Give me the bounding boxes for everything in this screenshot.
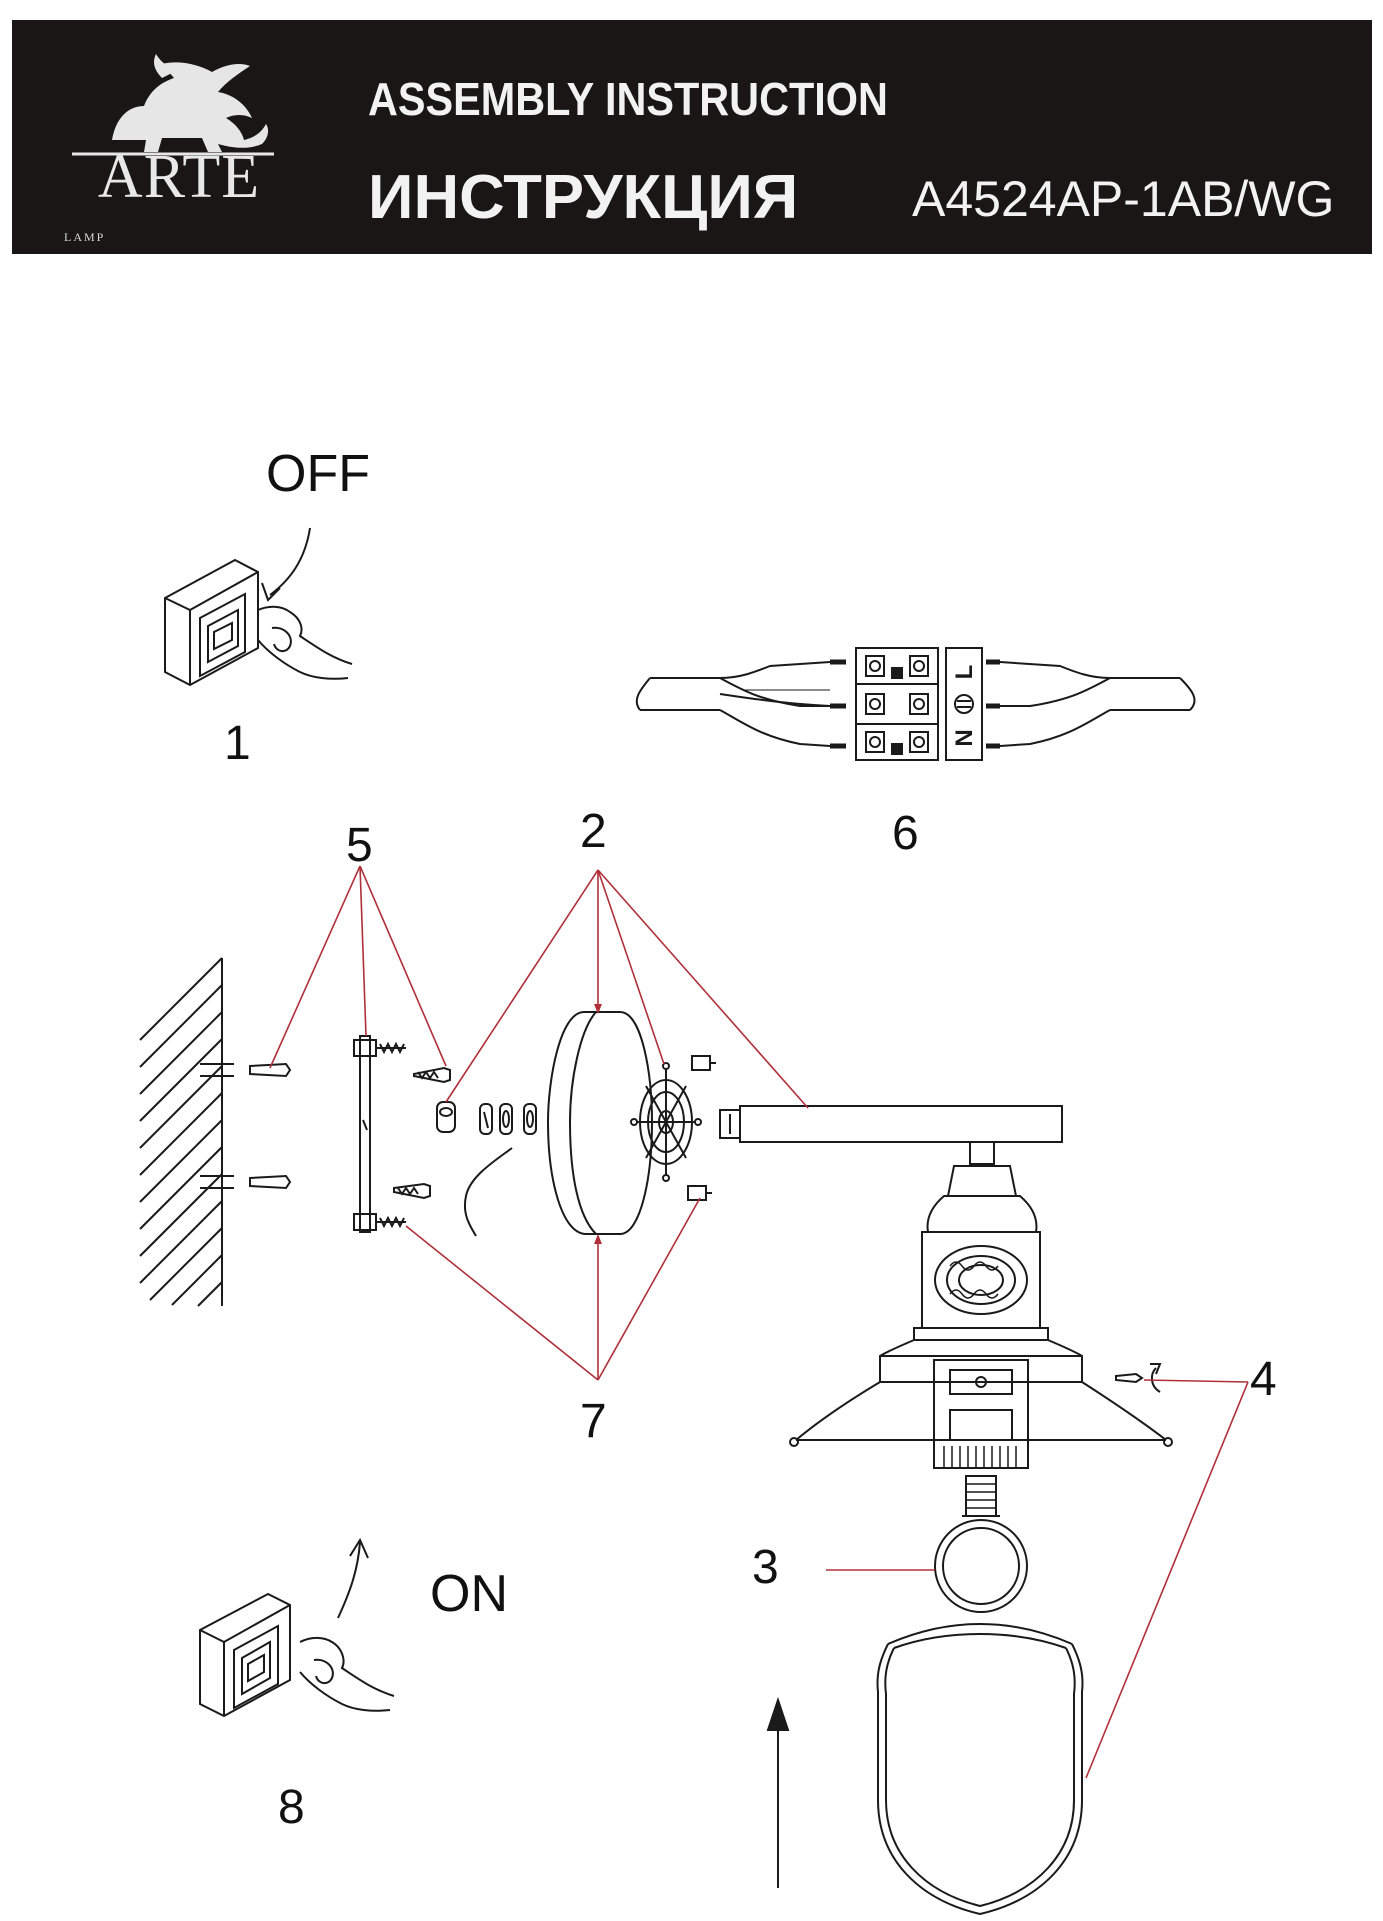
nut-washer-icon xyxy=(436,1101,537,1237)
step-number-6: 6 xyxy=(892,807,919,860)
switch-off-icon xyxy=(164,527,353,687)
lamp-arm xyxy=(719,1105,1063,1143)
on-label: ON xyxy=(430,1565,508,1623)
light-bulb-icon xyxy=(934,1475,1028,1613)
header-banner: ARTE LAMP ASSEMBLY INSTRUCTION ИНСТРУКЦИ… xyxy=(12,20,1372,254)
wall-plug-icon xyxy=(249,1062,292,1190)
leader-lines xyxy=(269,865,1249,1779)
off-label: OFF xyxy=(266,445,370,503)
step-number-3: 3 xyxy=(752,1541,779,1594)
title-english: ASSEMBLY INSTRUCTION xyxy=(368,73,888,125)
step-number-5: 5 xyxy=(346,819,373,872)
brand-logo-icon xyxy=(72,54,274,156)
brand-name: ARTE xyxy=(97,143,261,211)
step-number-2: 2 xyxy=(580,805,607,858)
step-number-1: 1 xyxy=(224,717,251,770)
step-number-4: 4 xyxy=(1250,1353,1277,1406)
switch-on-icon xyxy=(199,1537,395,1718)
wall-hatching xyxy=(139,957,234,1307)
title-russian: ИНСТРУКЦИЯ xyxy=(368,163,799,232)
terminal-label-n: N xyxy=(951,729,978,746)
terminal-block-diagram xyxy=(635,647,1196,761)
step-number-7: 7 xyxy=(580,1395,607,1448)
arrow-up-icon xyxy=(766,1696,790,1888)
model-number: A4524AP-1AB/WG xyxy=(912,171,1335,227)
terminal-label-l: L xyxy=(951,665,978,680)
ship-wheel-plate xyxy=(630,1055,716,1201)
screw-icon xyxy=(393,1066,451,1200)
glass-shade xyxy=(876,1622,1084,1916)
lamp-shade xyxy=(789,1141,1173,1469)
mounting-bracket xyxy=(353,1035,406,1233)
step-number-8: 8 xyxy=(278,1781,305,1834)
leader-arrowheads xyxy=(594,1004,602,1244)
brand-subtitle: LAMP xyxy=(64,230,106,244)
